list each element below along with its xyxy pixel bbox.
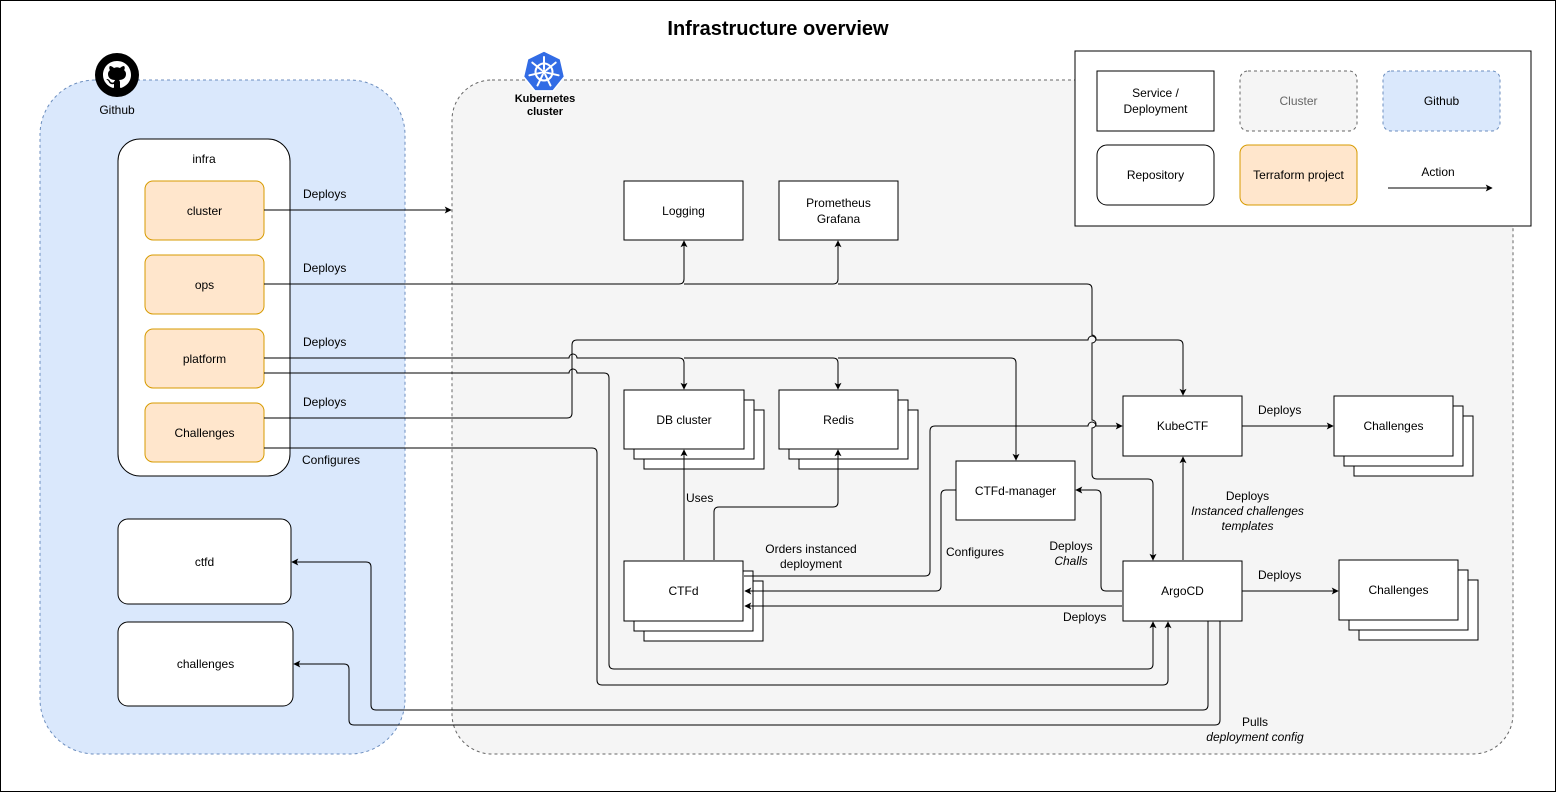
edge-challenges-configures-argocd — [264, 447, 1172, 686]
prometheus-label: Prometheus Grafana — [779, 181, 898, 240]
edge-ctfd-uses-redis — [713, 449, 842, 560]
edge-label-orders-line1: Orders instanced — [765, 542, 857, 556]
edge-platform-argocd — [264, 368, 1157, 670]
edge-label-instanced-line1: Deploys — [1225, 489, 1270, 503]
edge-argocd-pulls-challenges — [293, 621, 1221, 726]
kubernetes-label-line1: Kubernetes — [514, 93, 576, 105]
repo-challenges[interactable] — [117, 621, 294, 707]
db-cluster-label: DB cluster — [656, 412, 712, 427]
edge-label-pulls: Pulls deployment config — [1195, 715, 1315, 745]
edge-label-orders-line2: deployment — [779, 557, 843, 571]
edge-label-deploys-challs-line2: Challs — [1054, 554, 1088, 568]
terraform-ops-label: ops — [194, 277, 215, 292]
edge-label-deploys-challs-line1: Deploys — [1049, 539, 1093, 553]
service-prometheus[interactable] — [778, 180, 899, 241]
service-argocd[interactable] — [1122, 560, 1243, 622]
edge-label-instanced-line2: Instanced challenges — [1191, 504, 1304, 518]
service-challenges-bottom[interactable] — [1338, 559, 1459, 621]
edge-label-configures-mid: Configures — [946, 545, 1005, 559]
service-logging[interactable] — [623, 180, 744, 241]
edge-platform-db — [264, 353, 688, 390]
infra-label: infra — [192, 152, 216, 166]
edge-label-uses: Uses — [686, 491, 714, 505]
edge-label-configures-left: Configures — [302, 453, 361, 467]
legend-github-swatch — [1382, 70, 1501, 132]
legend-service-swatch — [1096, 70, 1215, 132]
kubernetes-label-line2: cluster — [526, 106, 564, 118]
legend-service-label: Service / Deployment — [1123, 86, 1188, 116]
edge-platform-ctfd-manager — [838, 357, 1020, 461]
edge-ctfd-orders-kubectf — [744, 421, 1123, 577]
grafana-label-line2: Grafana — [816, 211, 861, 226]
service-challenges-top[interactable] — [1333, 395, 1454, 457]
argocd-label: ArgoCD — [1161, 584, 1204, 598]
ctfd-label: CTFd — [668, 584, 699, 598]
legend-repository-label: Repository — [1126, 168, 1185, 182]
repo-challenges-label: challenges — [176, 657, 235, 671]
edge-label-deploys-challs: Deploys Challs — [1041, 539, 1101, 569]
legend-action-label: Action — [1421, 165, 1455, 179]
edge-label-platform-deploys: Deploys — [303, 335, 347, 349]
legend-terraform-swatch — [1239, 144, 1358, 206]
edge-label-pulls-line2: deployment config — [1206, 730, 1304, 744]
page-title: Infrastructure overview — [667, 18, 889, 40]
repo-ctfd[interactable] — [117, 518, 292, 605]
legend-github-label: Github — [1423, 94, 1460, 108]
challenges-top-label: Challenges — [1363, 419, 1424, 433]
edge-label-deploys-ctfd: Deploys — [1063, 610, 1107, 624]
edge-label-instanced: Deploys Instanced challenges templates — [1180, 489, 1315, 534]
terraform-cluster-label: cluster — [186, 203, 223, 218]
prometheus-label-line1: Prometheus — [806, 195, 871, 210]
kubectf-label: KubeCTF — [1156, 419, 1209, 433]
terraform-challenges[interactable] — [144, 402, 265, 463]
logging-label: Logging — [662, 203, 705, 218]
ctfd-manager-label: CTFd-manager — [974, 483, 1057, 498]
service-kubectf[interactable] — [1122, 395, 1243, 457]
edge-label-instanced-line3: templates — [1221, 519, 1274, 533]
edge-challenges-kubectf — [264, 335, 1187, 419]
service-ctfd-manager[interactable] — [955, 460, 1076, 521]
github-label: Github — [99, 103, 135, 117]
terraform-challenges-label: Challenges — [174, 425, 235, 440]
edge-label-challenges-deploys: Deploys — [303, 395, 347, 409]
edge-manager-configures-ctfd — [744, 489, 956, 595]
legend-repository-swatch — [1096, 144, 1215, 206]
kubernetes-label: Kubernetes cluster — [505, 93, 585, 119]
edge-label-pulls-line1: Pulls — [1241, 715, 1268, 729]
edge-argocd-deploys-manager — [1075, 486, 1122, 592]
kubernetes-icon — [522, 50, 566, 92]
edge-label-cluster-deploys: Deploys — [303, 187, 347, 201]
edge-ops-logging — [264, 240, 688, 285]
edge-label-ops-deploys: Deploys — [303, 261, 347, 275]
edge-platform-redis — [684, 357, 842, 390]
edge-label-kubectf-deploys: Deploys — [1258, 403, 1302, 417]
terraform-platform-label: platform — [182, 351, 227, 366]
service-db-cluster[interactable] — [623, 389, 745, 450]
challenges-bottom-label: Challenges — [1368, 583, 1429, 597]
github-icon — [95, 53, 139, 97]
edge-label-argocd-deploys: Deploys — [1258, 568, 1302, 582]
edge-label-orders: Orders instanced deployment — [751, 542, 871, 572]
service-redis[interactable] — [778, 389, 899, 450]
edge-ops-prometheus — [684, 240, 842, 285]
legend-cluster-label: Cluster — [1279, 94, 1318, 108]
legend-cluster-swatch — [1239, 70, 1358, 132]
repo-ctfd-label: ctfd — [194, 554, 215, 569]
legend-terraform-label: Terraform project — [1253, 168, 1344, 182]
edge-argocd-pulls-ctfd — [291, 558, 1209, 711]
service-ctfd[interactable] — [623, 560, 744, 622]
redis-label: Redis — [823, 412, 854, 427]
